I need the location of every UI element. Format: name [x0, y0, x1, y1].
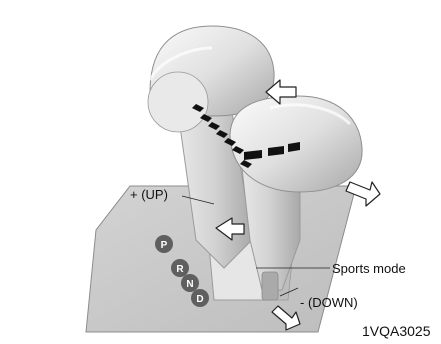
gear-r-label: R: [176, 264, 184, 275]
up-label: + (UP): [130, 188, 168, 201]
down-label: - (DOWN): [300, 296, 358, 309]
gear-p-label: P: [161, 240, 168, 251]
figure-code: 1VQA3025: [362, 324, 431, 338]
gear-n-label: N: [186, 279, 193, 290]
sports-mode-label: Sports mode: [332, 262, 406, 275]
gear-d-label: D: [196, 294, 203, 305]
